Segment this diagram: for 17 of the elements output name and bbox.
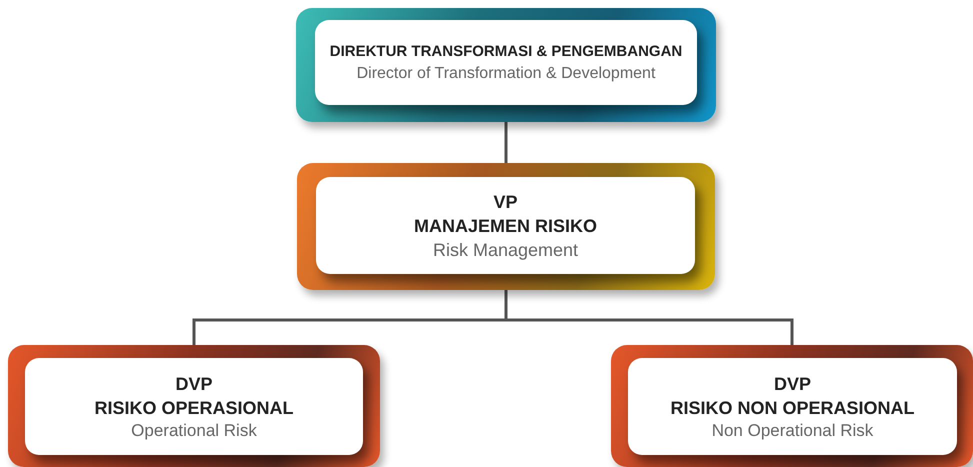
org-box xyxy=(611,345,973,467)
org-box xyxy=(8,345,380,467)
title-text: DVP xyxy=(175,372,212,396)
title-text: DVP xyxy=(774,372,811,396)
title-text: RISIKO NON OPERASIONAL xyxy=(670,396,915,420)
title-text: DIREKTUR TRANSFORMASI & PENGEMBANGAN xyxy=(330,42,682,62)
subtitle-text: Non Operational Risk xyxy=(712,420,874,442)
connector-line xyxy=(504,122,508,163)
title-text: RISIKO OPERASIONAL xyxy=(94,396,294,420)
org-box xyxy=(296,8,716,122)
title-text: MANAJEMEN RISIKO xyxy=(414,214,597,238)
title-text: VP xyxy=(493,190,518,214)
connector-line xyxy=(504,290,794,345)
subtitle-text: Risk Management xyxy=(432,238,578,262)
subtitle-text: Director of Transformation & Development xyxy=(356,64,656,84)
org-box xyxy=(297,163,715,290)
subtitle-text: Operational Risk xyxy=(131,420,257,442)
